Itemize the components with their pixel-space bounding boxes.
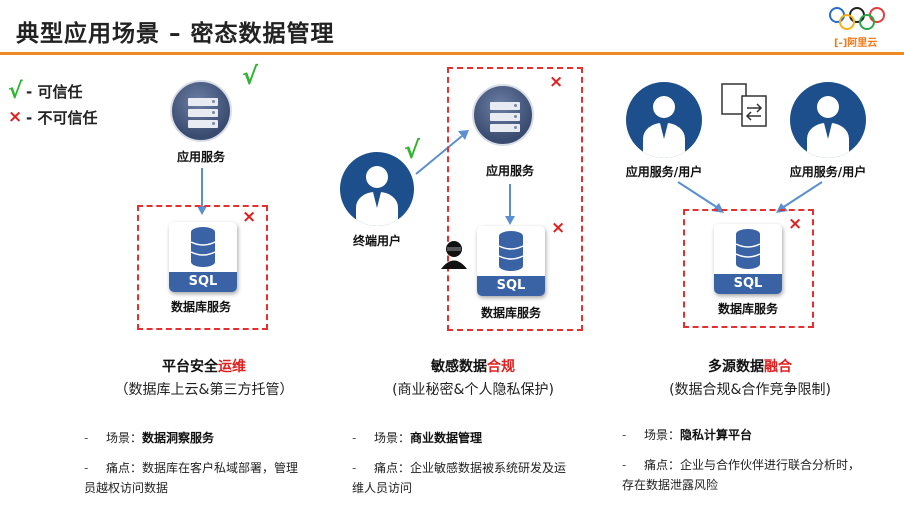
scenario-subtitle: (数据合规&合作竞争限制) [669,382,831,398]
database-icon: SQL [714,224,782,294]
scenario-subtitle: (商业秘密&个人隐私保护) [392,382,554,398]
user-b-label: 应用服务/用户 [789,165,867,179]
user-b-icon [790,82,866,158]
arrow-down-icon [197,168,207,215]
hacker-icon [441,241,467,269]
scene-bullet: -场景：商业数据管理 [352,431,483,445]
db-service-label: 数据库服务 [480,306,542,320]
database-icon: SQL [477,226,545,296]
untrusted-zone [447,67,583,331]
app-service-label: 应用服务 [176,150,226,164]
untrusted-zone [137,205,268,330]
app-server-icon [472,84,534,146]
scene-bullet: -场景：数据洞察服务 [84,431,215,445]
logo-text: [-]阿里云 [834,38,878,49]
cross-icon: × [242,207,257,227]
check-icon: √ [242,62,259,90]
user-a-icon [626,82,702,158]
pain-bullet: -痛点：企业敏感数据被系统研发及运 维人员访问 [352,461,567,495]
scenario-title: 平台安全运维 [162,359,246,375]
check-icon: √ [404,136,421,164]
olympic-rings-icon [829,7,885,30]
end-user-icon [340,152,414,226]
app-service-label: 应用服务 [485,164,535,178]
arrow-up-right-icon [415,130,469,175]
legend-trusted-label: - 可信任 [26,82,83,101]
exchange-documents-icon [721,83,767,127]
cross-icon: × [551,218,566,238]
untrusted-zone [683,209,814,328]
legend-trusted: √ - 可信任 [8,78,97,104]
db-service-label: 数据库服务 [717,302,779,316]
scenario-subtitle: （数据库上云&第三方托管） [114,382,294,398]
scenario-title: 多源数据融合 [708,359,792,375]
cross-icon: × [8,107,23,127]
legend-untrusted-label: - 不可信任 [26,108,98,127]
cross-icon: × [549,72,564,92]
check-icon: √ [8,78,23,104]
db-service-label: 数据库服务 [170,300,232,314]
sql-label: SQL [169,272,237,292]
end-user-label: 终端用户 [352,234,402,248]
cross-icon: × [788,214,803,234]
scenario-title: 敏感数据合规 [431,359,515,375]
legend: √ - 可信任 × - 不可信任 [8,78,97,130]
legend-untrusted: × - 不可信任 [8,104,97,130]
database-icon: SQL [169,222,237,292]
page-title: 典型应用场景 – 密态数据管理 [16,21,335,47]
pain-bullet: -痛点：企业与合作伙伴进行联合分析时， 存在数据泄露风险 [622,458,861,492]
sql-label: SQL [714,274,782,294]
arrow-down-icon [505,184,515,225]
sql-label: SQL [477,276,545,296]
pain-bullet: -痛点：数据库在客户私域部署，管理 员越权访问数据 [84,461,299,495]
title-underline [0,52,904,55]
app-server-icon [170,80,232,142]
brand-logo: [-]阿里云 [824,6,890,52]
user-a-label: 应用服务/用户 [625,165,703,179]
scene-bullet: -场景：隐私计算平台 [622,428,753,442]
